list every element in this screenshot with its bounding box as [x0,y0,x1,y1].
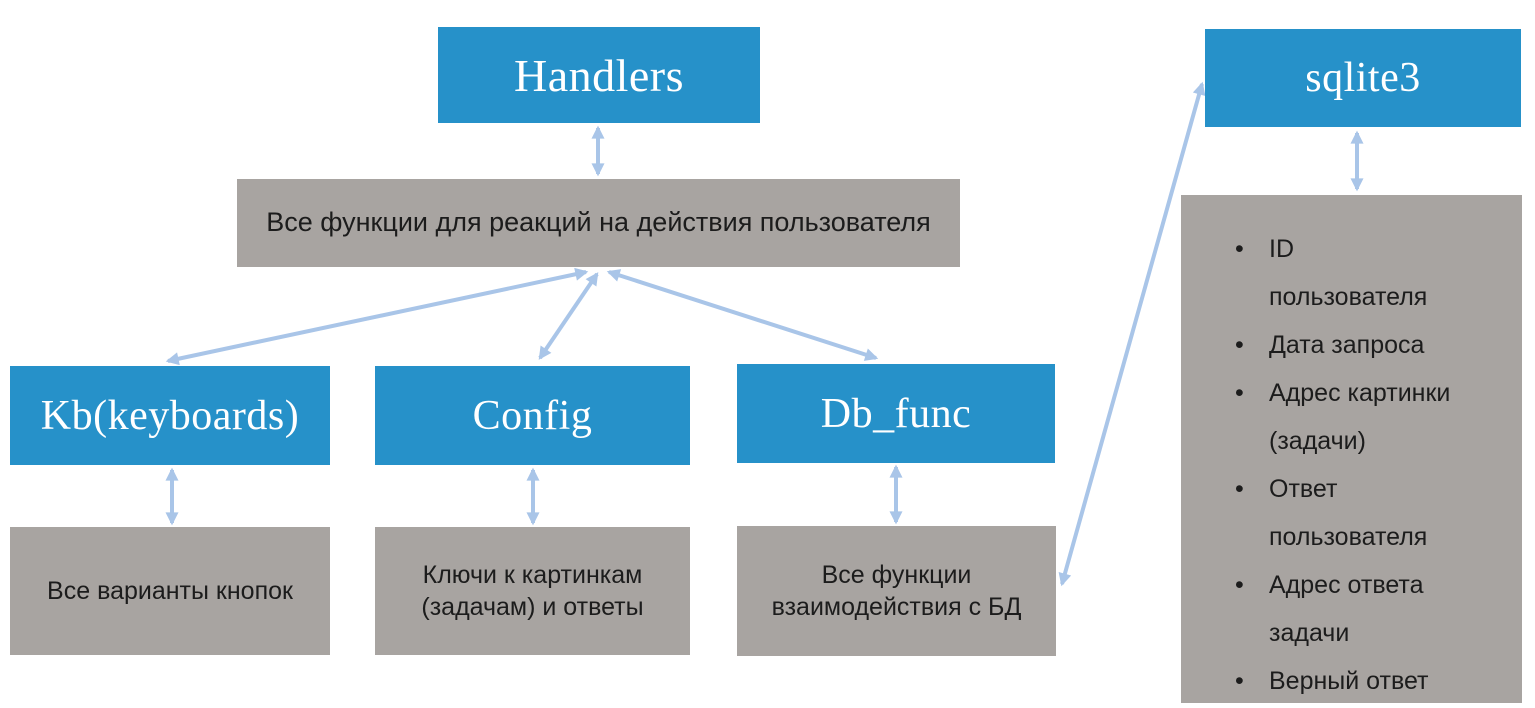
node-config-label: Config [472,392,593,439]
node-sqlite3-fields: ID пользователя Дата запроса Адрес карти… [1181,195,1522,705]
node-kb: Kb(keyboards) [10,366,330,465]
node-kb-desc: Все варианты кнопок [10,527,330,655]
node-sqlite3-label: sqlite3 [1305,55,1421,101]
node-handlers-label: Handlers [513,49,685,101]
node-sqlite3: sqlite3 [1205,29,1521,127]
node-kb-desc-label: Все варианты кнопок [47,576,293,605]
sqlite3-field-item: Дата запроса [1227,321,1452,369]
node-config-desc: Ключи к картинкам (задачам) и ответы [375,527,690,655]
node-handlers-desc-label: Все функции для реакций на действия поль… [266,207,931,238]
sqlite3-field-item: Верный ответ или нет [1227,657,1452,708]
sqlite3-fields-list: ID пользователя Дата запроса Адрес карти… [1181,195,1522,708]
sqlite3-field-item: Ответ пользователя [1227,465,1452,561]
arrow-desc-to-dbfunc [606,269,879,361]
node-kb-label: Kb(keyboards) [40,392,300,439]
arrow-desc-to-kb [165,267,589,366]
node-handlers-desc: Все функции для реакций на действия поль… [237,179,960,267]
sqlite3-field-item: ID пользователя [1227,225,1452,321]
arrow-desc-to-config [538,272,599,360]
node-db-func-desc: Все функции взаимодействия с БД [737,526,1056,656]
sqlite3-field-item: Адрес картинки (задачи) [1227,369,1452,465]
sqlite3-field-item: Адрес ответа задачи [1227,561,1452,657]
node-handlers: Handlers [438,27,760,123]
node-config-desc-label: Ключи к картинкам (задачам) и ответы [421,560,644,622]
node-config: Config [375,366,690,465]
node-db-func-desc-label: Все функции взаимодействия с БД [771,560,1022,622]
node-db-func-label: Db_func [820,390,972,437]
node-db-func: Db_func [737,364,1055,463]
